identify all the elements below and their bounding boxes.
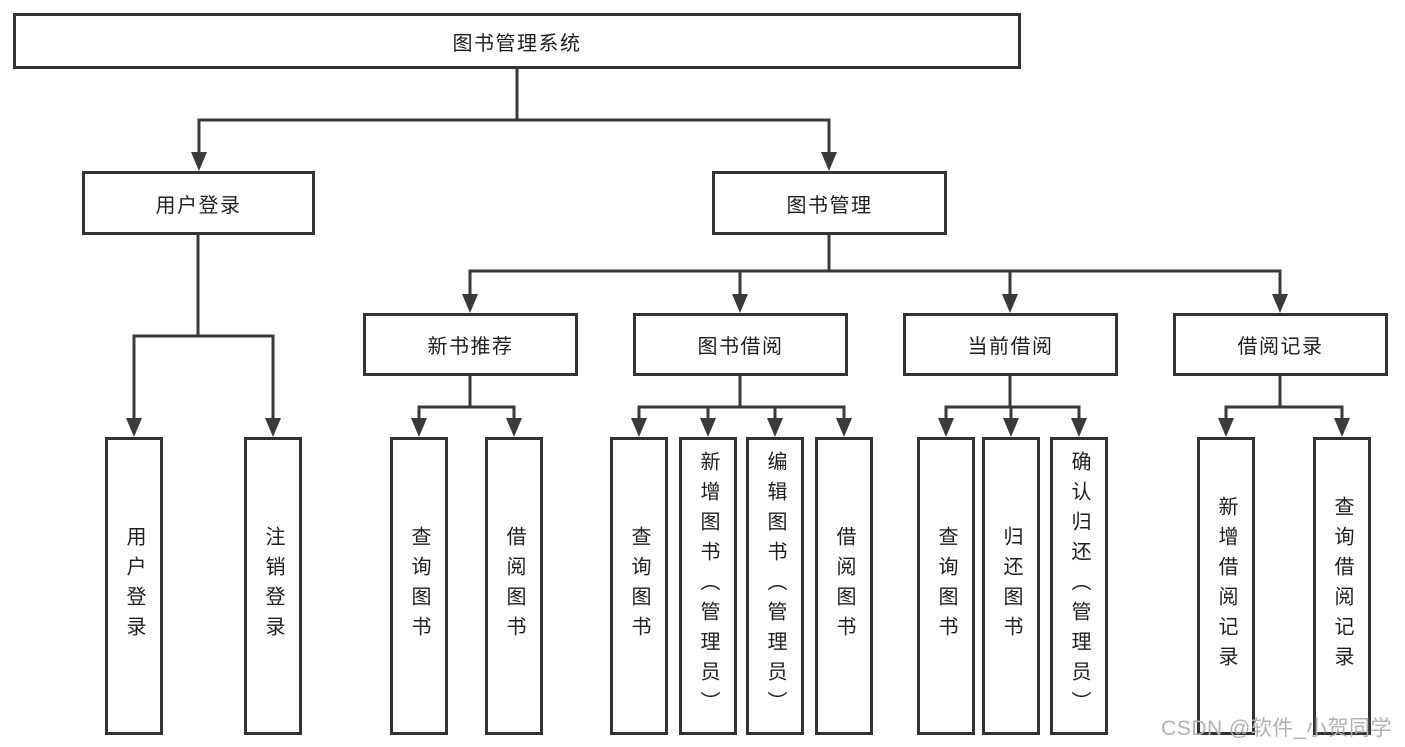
node-label: 查询借阅记录 (1331, 496, 1353, 676)
node-label: 借阅图书 (833, 526, 855, 646)
node-borrowing-records: 借阅记录 (1173, 313, 1388, 376)
leaf-user-login: 用户登录 (105, 437, 163, 735)
node-label: 图书管理 (786, 194, 873, 217)
node-label: 确认归还（管理员） (1068, 451, 1090, 721)
node-root: 图书管理系统 (13, 13, 1021, 69)
node-label: 图书借阅 (697, 336, 784, 358)
leaf-confirm-return-admin: 确认归还（管理员） (1050, 437, 1108, 735)
watermark: CSDN @软件_小贺同学 (1161, 717, 1392, 740)
leaf-return-books: 归还图书 (982, 437, 1040, 735)
node-current-borrowing: 当前借阅 (903, 313, 1118, 376)
node-label: 新书推荐 (427, 336, 514, 358)
node-label: 查询图书 (935, 526, 957, 646)
node-label: 用户登录 (155, 194, 242, 217)
node-label: 新增图书（管理员） (697, 451, 719, 721)
node-label: 借阅图书 (503, 526, 525, 646)
leaf-query-books-recommend: 查询图书 (390, 437, 448, 735)
leaf-borrow-books-recommend: 借阅图书 (485, 437, 543, 735)
node-label: 借阅记录 (1237, 336, 1324, 358)
leaf-borrow-books-borrowing: 借阅图书 (815, 437, 873, 735)
leaf-edit-books-admin: 编辑图书（管理员） (746, 437, 804, 735)
leaf-logout: 注销登录 (244, 437, 302, 735)
node-book-management: 图书管理 (712, 171, 947, 235)
node-user-login: 用户登录 (82, 171, 315, 235)
leaf-add-books-admin: 新增图书（管理员） (679, 437, 737, 735)
leaf-query-books-borrowing: 查询图书 (610, 437, 668, 735)
node-book-borrowing: 图书借阅 (633, 313, 848, 376)
node-label: 编辑图书（管理员） (764, 451, 786, 721)
node-label: 用户登录 (123, 526, 145, 646)
leaf-query-books-current: 查询图书 (917, 437, 975, 735)
node-label: 归还图书 (1000, 526, 1022, 646)
leaf-query-borrow-record: 查询借阅记录 (1313, 437, 1371, 735)
node-label: 查询图书 (408, 526, 430, 646)
node-label: 图书管理系统 (452, 32, 582, 55)
node-label: 查询图书 (628, 526, 650, 646)
node-new-book-recommendation: 新书推荐 (363, 313, 578, 376)
node-label: 注销登录 (262, 526, 284, 646)
node-label: 新增借阅记录 (1215, 496, 1237, 676)
leaf-add-borrow-record: 新增借阅记录 (1197, 437, 1255, 735)
node-label: 当前借阅 (967, 336, 1054, 358)
